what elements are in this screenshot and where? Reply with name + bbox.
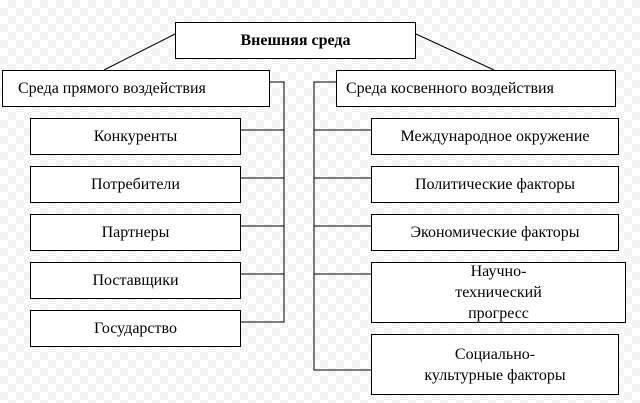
node-economic-factors: Экономические факторы bbox=[371, 214, 619, 251]
root-node: Внешняя среда bbox=[175, 22, 416, 59]
connector-left-spine bbox=[240, 81, 285, 323]
branch-direct: Среда прямого воздействия bbox=[2, 70, 270, 107]
node-label: Потребители bbox=[91, 176, 180, 193]
node-consumers: Потребители bbox=[30, 166, 241, 203]
node-partners: Партнеры bbox=[30, 214, 241, 251]
node-label: Научно-технический прогресс bbox=[455, 263, 542, 322]
branch-indirect-label: Среда косвенного воздействия bbox=[346, 80, 554, 97]
node-label: Поставщики bbox=[92, 272, 179, 289]
node-label: Партнеры bbox=[101, 224, 170, 241]
node-label: Политические факторы bbox=[414, 176, 576, 193]
connector-root-left bbox=[103, 33, 176, 71]
node-international-environment: Международное окружение bbox=[371, 118, 619, 155]
node-suppliers: Поставщики bbox=[30, 262, 241, 299]
node-label: Социально-культурные факторы bbox=[424, 345, 566, 384]
node-competitors: Конкуренты bbox=[30, 118, 241, 155]
node-label: Конкуренты bbox=[93, 128, 178, 145]
connector-root-right bbox=[415, 33, 495, 71]
branch-indirect: Среда косвенного воздействия bbox=[336, 70, 616, 107]
node-sociocultural-factors: Социально-культурные факторы bbox=[371, 334, 619, 395]
node-label: Международное окружение bbox=[400, 128, 590, 145]
node-label: Государство bbox=[94, 320, 177, 337]
node-state: Государство bbox=[30, 310, 241, 347]
root-label: Внешняя среда bbox=[240, 32, 351, 49]
node-label: Экономические факторы bbox=[410, 224, 580, 241]
node-political-factors: Политические факторы bbox=[371, 166, 619, 203]
branch-direct-label: Среда прямого воздействия bbox=[18, 80, 206, 97]
node-scientific-progress: Научно-технический прогресс bbox=[371, 262, 626, 323]
